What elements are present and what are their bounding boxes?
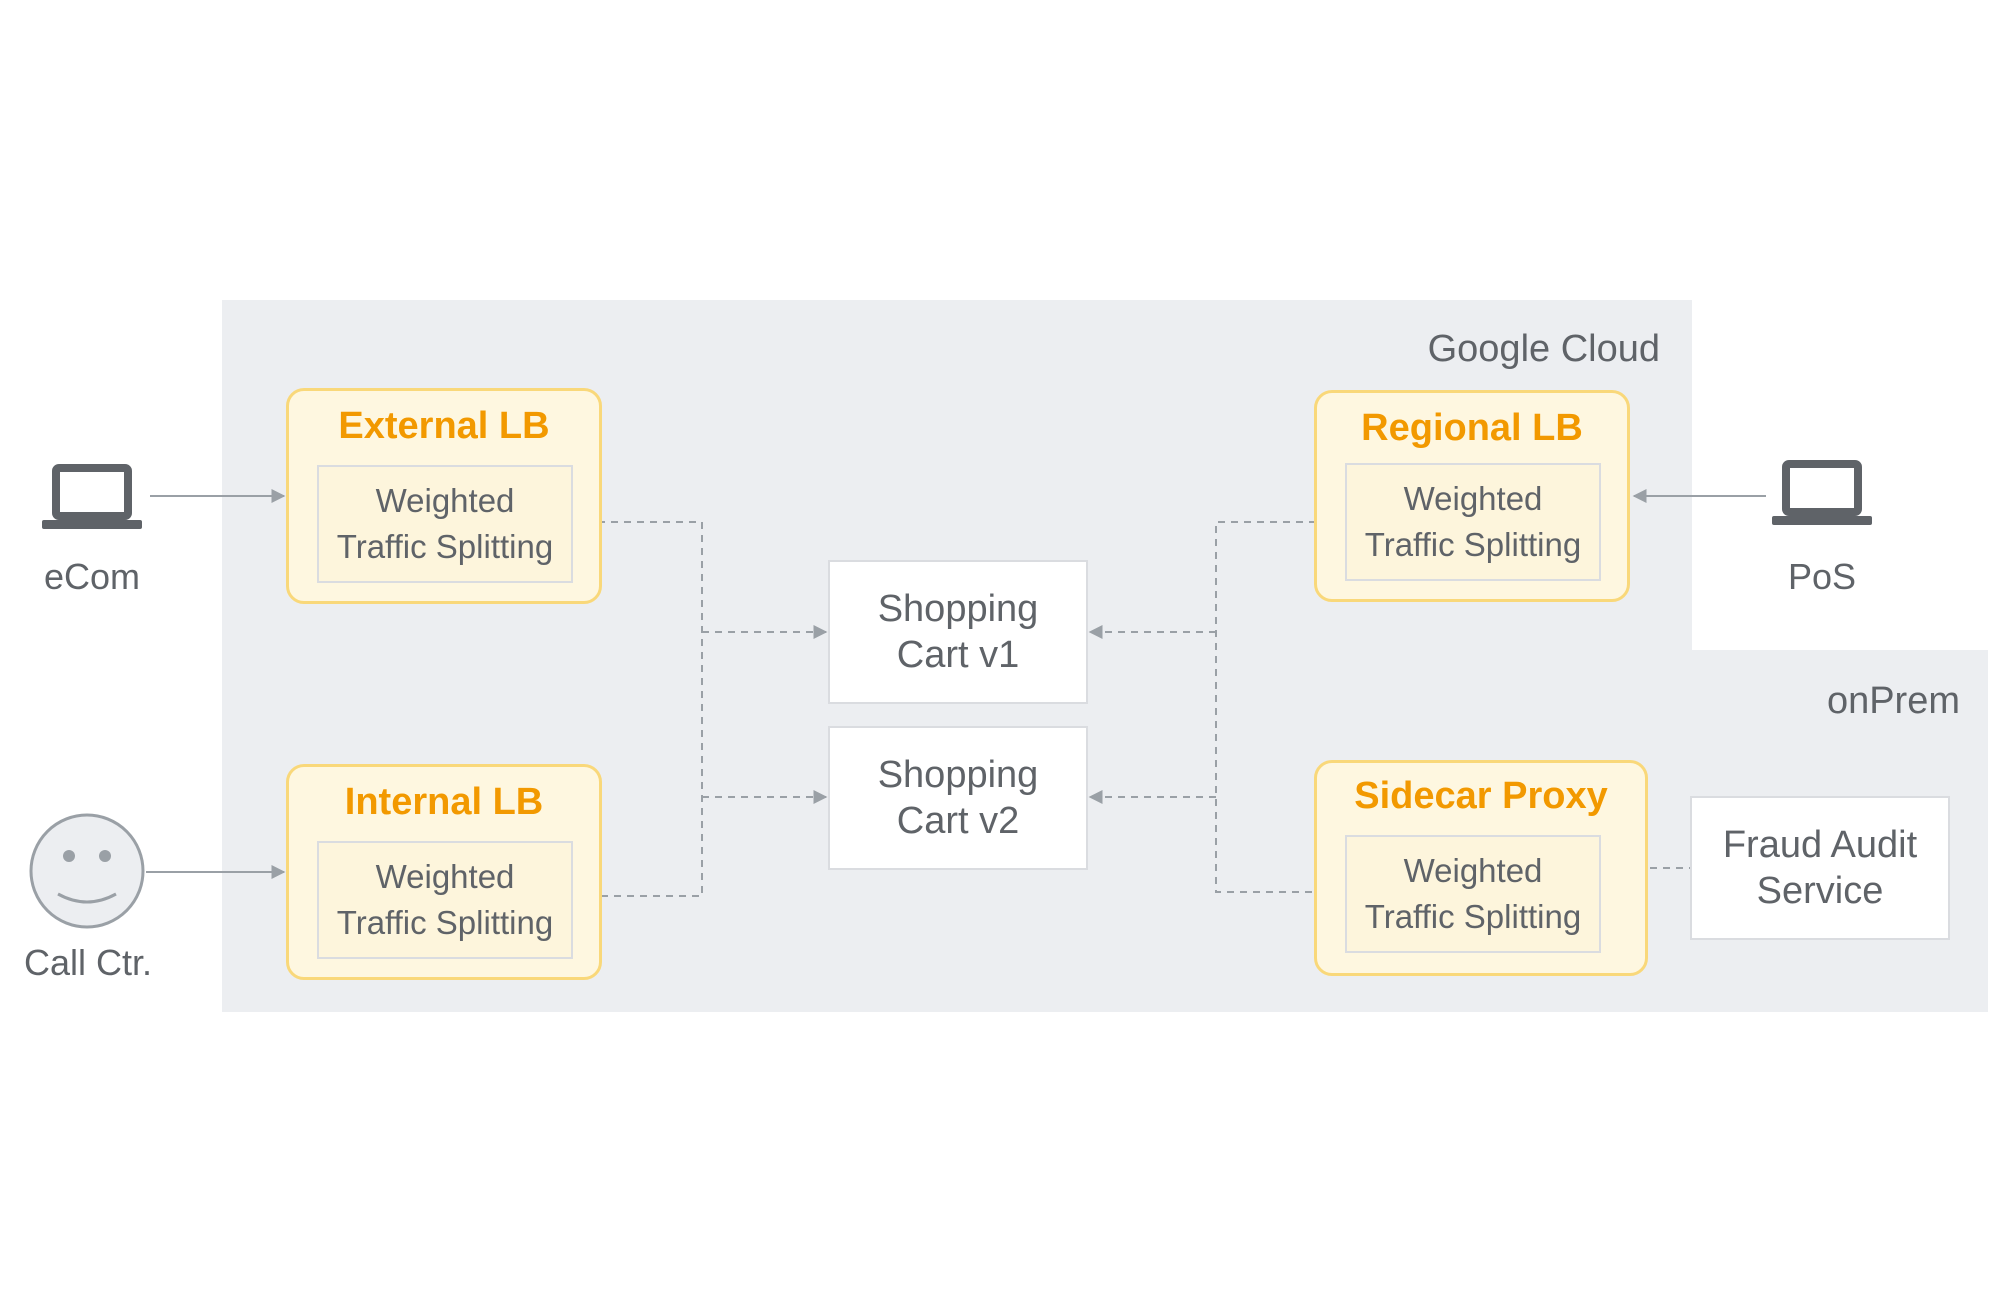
fraud-line-2: Service [1756,870,1884,912]
cart-v1-line-1: Shopping [877,588,1039,630]
external-lb-box: External LB Weighted Traffic Splitting [286,388,602,604]
external-lb-title: External LB [338,405,550,447]
splitting-line-1: Weighted [1403,852,1543,889]
shopping-cart-v2-box: Shopping Cart v2 [828,726,1088,870]
splitting-line-1: Weighted [1403,480,1543,517]
regional-lb-title: Regional LB [1361,407,1583,449]
call-center-label: Call Ctr. [23,942,153,983]
cart-v2-line-1: Shopping [877,754,1039,796]
splitting-line-2: Traffic Splitting [1364,526,1582,563]
splitting-line-2: Traffic Splitting [336,904,554,941]
splitting-line-1: Weighted [375,858,515,895]
laptop-icon [1766,446,1878,542]
pos-label: PoS [1787,556,1857,597]
google-cloud-label: Google Cloud [1427,328,1660,370]
sidecar-proxy-title: Sidecar Proxy [1354,775,1608,817]
regional-lb-box: Regional LB Weighted Traffic Splitting [1314,390,1630,602]
external-lb-split-line [572,521,703,897]
onprem-label: onPrem [1826,680,1960,722]
internal-lb-title: Internal LB [344,781,544,823]
internal-lb-splitting-box: Weighted Traffic Splitting [317,841,573,959]
smiley-face-icon [28,812,146,930]
shopping-cart-v1-box: Shopping Cart v1 [828,560,1088,704]
internal-lb-box: Internal LB Weighted Traffic Splitting [286,764,602,980]
splitting-line-2: Traffic Splitting [336,528,554,565]
cart-v1-line-2: Cart v1 [896,634,1020,676]
fraud-line-1: Fraud Audit [1722,824,1918,866]
laptop-icon [36,450,148,546]
regional-lb-splitting-box: Weighted Traffic Splitting [1345,463,1601,581]
regional-lb-split-line [1215,521,1342,893]
splitting-line-1: Weighted [375,482,515,519]
sidecar-splitting-box: Weighted Traffic Splitting [1345,835,1601,953]
fraud-audit-service-box: Fraud Audit Service [1690,796,1950,940]
sidecar-proxy-box: Sidecar Proxy Weighted Traffic Splitting [1314,760,1648,976]
splitting-line-2: Traffic Splitting [1364,898,1582,935]
external-lb-splitting-box: Weighted Traffic Splitting [317,465,573,583]
cart-v2-line-2: Cart v2 [896,800,1020,842]
ecom-label: eCom [43,556,141,597]
